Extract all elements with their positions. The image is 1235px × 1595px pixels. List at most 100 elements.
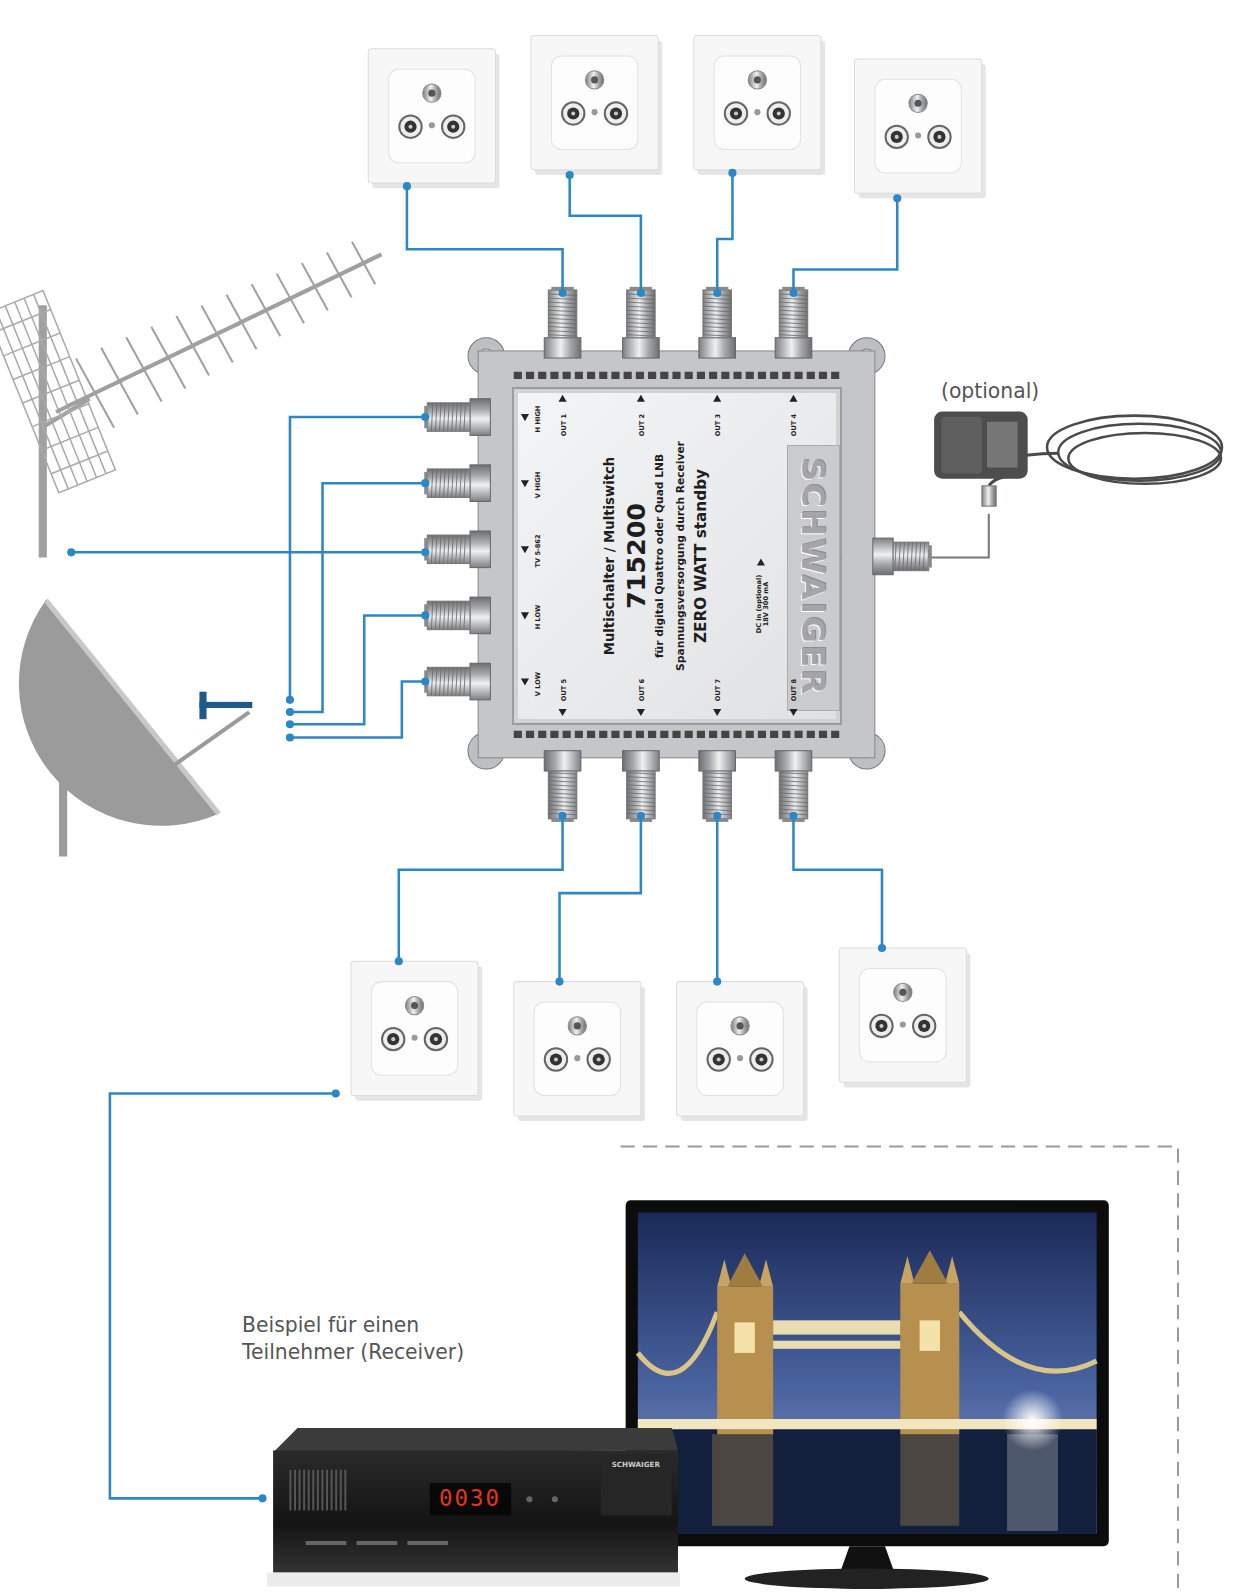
- receiver: 0030SCHWAIGER: [267, 1424, 680, 1589]
- wall-socket: [918, 1020, 930, 1032]
- f-connector: [435, 667, 437, 695]
- yagi-antenna: [245, 301, 287, 319]
- wall-socket: [592, 109, 598, 115]
- coax-cable: [716, 816, 719, 982]
- coax-cable: [421, 548, 429, 556]
- wall-socket: [875, 1020, 887, 1032]
- f-connector: [911, 542, 913, 570]
- f-connector: [444, 469, 446, 497]
- television: [900, 1256, 914, 1283]
- wall-socket: [725, 102, 747, 124]
- coax-cable: [893, 194, 901, 202]
- yagi-antenna: [144, 347, 193, 369]
- cable-joint: [918, 554, 925, 561]
- coax-cable: [286, 720, 294, 728]
- port-label: V LOW: [535, 671, 542, 695]
- f-connector: [460, 601, 462, 629]
- caption-note: Beispiel für einen Teilnehmer (Receiver): [242, 1312, 537, 1365]
- wall-socket: [411, 1002, 418, 1009]
- coax-cable: [290, 682, 425, 738]
- television: [638, 1213, 1097, 1534]
- f-connector: [627, 318, 655, 320]
- f-connector: [699, 287, 736, 358]
- f-connector: [627, 322, 655, 324]
- f-connector: [903, 542, 905, 570]
- f-connector: [444, 667, 446, 695]
- satellite-dish: [59, 717, 67, 856]
- yagi-antenna: [220, 313, 264, 332]
- multiswitch: Multischalter / Multiswitch715200für dig…: [512, 387, 843, 726]
- f-connector: [424, 531, 490, 568]
- f-connector: [548, 801, 576, 803]
- f-connector: [470, 597, 490, 634]
- wall-socket: [562, 102, 584, 124]
- wall-socket: [571, 111, 575, 115]
- wall-socket: [605, 102, 627, 124]
- television: [712, 1434, 773, 1526]
- power-adapter-shape: [1068, 433, 1221, 484]
- f-connector: [460, 667, 462, 695]
- f-connector: [703, 306, 731, 308]
- wall-socket: [737, 1055, 743, 1061]
- wall-socket: [351, 961, 478, 1095]
- wall-socket: [391, 1037, 395, 1041]
- f-connector: [460, 403, 462, 431]
- receiver-shape: [429, 1483, 510, 1516]
- wall-socket: [425, 1028, 447, 1050]
- television: [626, 1200, 1109, 1546]
- f-connector: [627, 809, 655, 811]
- wall-socket: [697, 1002, 783, 1096]
- f-connector: [435, 469, 437, 497]
- f-connector: [627, 773, 655, 775]
- f-connector: [548, 781, 576, 783]
- f-connector: [899, 542, 901, 570]
- receiver-shape: [267, 1573, 680, 1587]
- wall-socket: [777, 111, 781, 115]
- f-connector: [452, 535, 454, 563]
- f-connector: [435, 601, 437, 629]
- power-adapter-shape: [982, 486, 996, 506]
- f-connector: [703, 290, 731, 338]
- wall-socket: [389, 69, 475, 163]
- television: [745, 1569, 989, 1589]
- f-connector: [544, 287, 581, 358]
- f-connector: [627, 781, 655, 783]
- coax-cable: [713, 289, 721, 297]
- f-connector: [703, 777, 731, 779]
- f-connector: [456, 535, 458, 563]
- wall-socket: [860, 968, 946, 1062]
- f-connector: [779, 809, 807, 811]
- product-name: Multischalter / Multiswitch: [603, 457, 618, 655]
- f-connector: [873, 538, 893, 575]
- wall-socket: [915, 132, 921, 138]
- wall-socket: [405, 996, 423, 1014]
- wall-socket: [731, 1017, 749, 1035]
- f-connector: [548, 785, 576, 787]
- f-connector: [703, 331, 731, 333]
- wall-socket: [412, 1035, 418, 1041]
- wall-socket: [899, 989, 906, 996]
- wall-socket: [554, 1057, 558, 1061]
- wall-socket: [399, 116, 421, 138]
- coax-cable: [566, 171, 574, 179]
- f-connector: [452, 469, 454, 497]
- f-connector: [703, 771, 731, 819]
- receiver-shape: [407, 1541, 448, 1545]
- wall-socket: [839, 948, 970, 1087]
- receiver-shape: [551, 1496, 557, 1502]
- f-connector: [448, 403, 450, 431]
- yagi-antenna: [169, 335, 217, 356]
- f-connector: [703, 781, 731, 783]
- receiver-shape: [298, 1470, 300, 1511]
- f-connector: [470, 663, 490, 700]
- coax-cable: [403, 182, 411, 190]
- f-connector: [448, 601, 450, 629]
- port-label: H HIGH: [535, 406, 542, 433]
- wall-socket: [708, 1048, 730, 1070]
- wall-socket: [750, 1048, 772, 1070]
- f-connector: [448, 667, 450, 695]
- wall-socket: [428, 90, 435, 97]
- f-connector: [779, 327, 807, 329]
